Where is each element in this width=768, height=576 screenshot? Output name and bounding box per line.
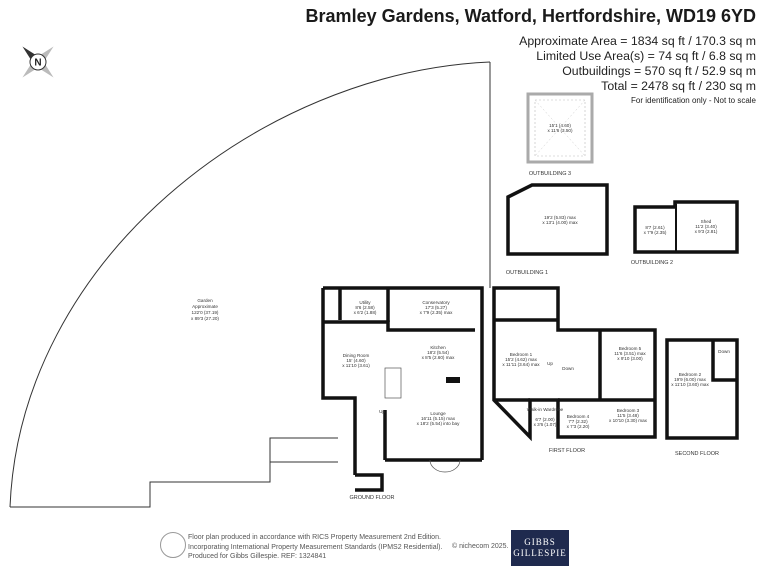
bedroom-4-dim1: 7'7 (2.32) [568,419,588,424]
total-area: Total = 2478 sq ft / 230 sq m [601,79,756,93]
area-summary: Approximate Area = 1834 sq ft / 170.3 sq… [519,34,756,108]
outbuildings-area: Outbuildings = 570 sq ft / 52.9 sq m [562,64,756,78]
utility-dim2: x 6'2 (1.88) [354,310,377,315]
footer-notes: Floor plan produced in accordance with R… [188,533,442,562]
conservatory-dim2: x 7'9 (2.35) max [420,310,453,315]
shed-dim1: 11'2 (3.40) [695,224,717,229]
shed-dim2: x 9'3 (2.81) [695,229,718,234]
outbuilding-3-dim1: 15'1 (4.60) [549,123,571,128]
kitchen-dim2: x 8'5 (2.60) max [422,355,455,360]
dining-room-name: Dining Room [343,353,370,358]
bedroom-1-dim1: 15'2 (4.62) max [505,357,537,362]
person-icon [160,532,186,558]
bedroom-5-name: Bedroom 5 [619,346,642,351]
bedroom-1-name: Bedroom 1 [510,352,533,357]
kitchen-name: Kitchen [430,345,446,350]
garden-label: Approximate [192,304,218,309]
property-address-title: Bramley Gardens, Watford, Hertfordshire,… [305,6,756,26]
outbuilding-1-dim2: x 13'1 (4.00) max [542,220,578,225]
outbuilding-3: 15'1 (4.60) x 11'6 (3.50) OUTBUILDING 3 [526,92,594,177]
outbuilding-2-room-a-dim1: 8'7 (2.61) [645,225,665,230]
second-floor-caption: SECOND FLOOR [675,451,719,457]
footer-line-1: Floor plan produced in accordance with R… [188,534,441,541]
bedroom-5-dim2: x 9'10 (3.00) [617,356,643,361]
conservatory-name: Conservatory [422,300,450,305]
bedroom-3-name: Bedroom 3 [617,408,640,413]
footer-line-3: Produced for Gibbs Gillespie. REF: 13248… [188,553,327,560]
kitchen-dim1: 18'2 (5.54) [427,350,449,355]
compass-icon: N [22,46,54,78]
bedroom-4-dim2: x 7'3 (2.20) [567,424,590,429]
outbuilding-2-room-a-dim2: x 7'9 (2.35) [644,230,667,235]
outbuilding-3-caption: OUTBUILDING 3 [529,171,571,177]
dining-room-dim2: x 11'10 (3.61) [342,363,370,368]
dining-room-dim1: 15' (4.60) [346,358,366,363]
first-floor-caption: FIRST FLOOR [549,448,585,454]
agency-logo: GIBBS GILLESPIE [511,530,569,566]
garden-dim2: x 89'3 (27.20) [191,316,219,321]
ground-floor-caption: GROUND FLOOR [350,495,395,501]
ground-floor-plan: Utility 8'6 (2.58) x 6'2 (1.88) Conserva… [321,286,484,501]
first-floor-up-label: Up [547,361,553,366]
logo-line-2: GILLESPIE [513,548,567,558]
second-floor-down-label: Down [718,349,730,354]
outbuilding-2: 8'7 (2.61) x 7'9 (2.35) Shed 11'2 (3.40)… [631,200,739,266]
logo-line-1: GIBBS [524,537,556,547]
first-floor-down-label: Down [562,366,574,371]
outbuilding-1-caption: OUTBUILDING 1 [506,270,548,276]
footer-line-2: Incorporating International Property Mea… [188,543,443,551]
approximate-area: Approximate Area = 1834 sq ft / 170.3 sq… [519,34,756,48]
bedroom-4-name: Bedroom 4 [567,414,590,419]
bedroom-3-dim1: 11'5 (3.48) [617,413,639,418]
scale-note: For identification only - Not to scale [631,96,756,105]
outbuilding-1-dim1: 19'2 (5.83) max [544,215,576,220]
lounge-dim1: 16'11 (5.15) max [421,416,456,421]
compass-north-label: N [34,58,41,69]
bedroom-5-dim1: 11'6 (3.51) max [614,351,646,356]
lounge-name: Lounge [430,411,446,416]
bedroom-2-dim2: x 11'10 (3.60) max [671,382,709,387]
walk-in-wardrobe-dim1: 6'7 (2.00) [535,417,555,422]
bedroom-1-dim2: x 11'11 (3.64) max [502,362,540,367]
limited-use-area: Limited Use Area(s) = 74 sq ft / 6.8 sq … [536,49,756,63]
walk-in-wardrobe-dim2: x 3'6 (1.07) [534,422,557,427]
ground-floor-up-label: Up [379,409,385,414]
outbuilding-2-caption: OUTBUILDING 2 [631,260,673,266]
walk-in-wardrobe-name: Walk-in Wardrobe [527,407,564,412]
copyright: © nichecom 2025. [452,543,509,550]
outbuilding-1: 19'2 (5.83) max x 13'1 (4.00) max OUTBUI… [506,183,609,276]
shed-name: Shed [701,219,712,224]
lounge-dim2: x 18'2 (5.54) into bay [417,421,460,426]
garden-name: Garden [197,298,213,303]
bedroom-2-dim1: 19'9 (6.00) max [674,377,706,382]
bedroom-2-name: Bedroom 2 [679,372,702,377]
second-floor-plan: Bedroom 2 19'9 (6.00) max x 11'10 (3.60)… [665,338,739,457]
garden-dim1: 122'0 (37.19) [192,310,219,315]
utility-name: Utility [359,300,371,305]
first-floor-plan: Bedroom 1 15'2 (4.62) max x 11'11 (3.64)… [492,286,657,454]
conservatory-dim1: 17'3 (5.27) [425,305,447,310]
utility-dim1: 8'6 (2.58) [355,305,375,310]
outbuilding-3-dim2: x 11'6 (3.50) [547,128,573,133]
bedroom-3-dim2: x 10'10 (3.30) max [609,418,648,423]
garden: Garden Approximate 122'0 (37.19) x 89'3 … [9,61,491,508]
